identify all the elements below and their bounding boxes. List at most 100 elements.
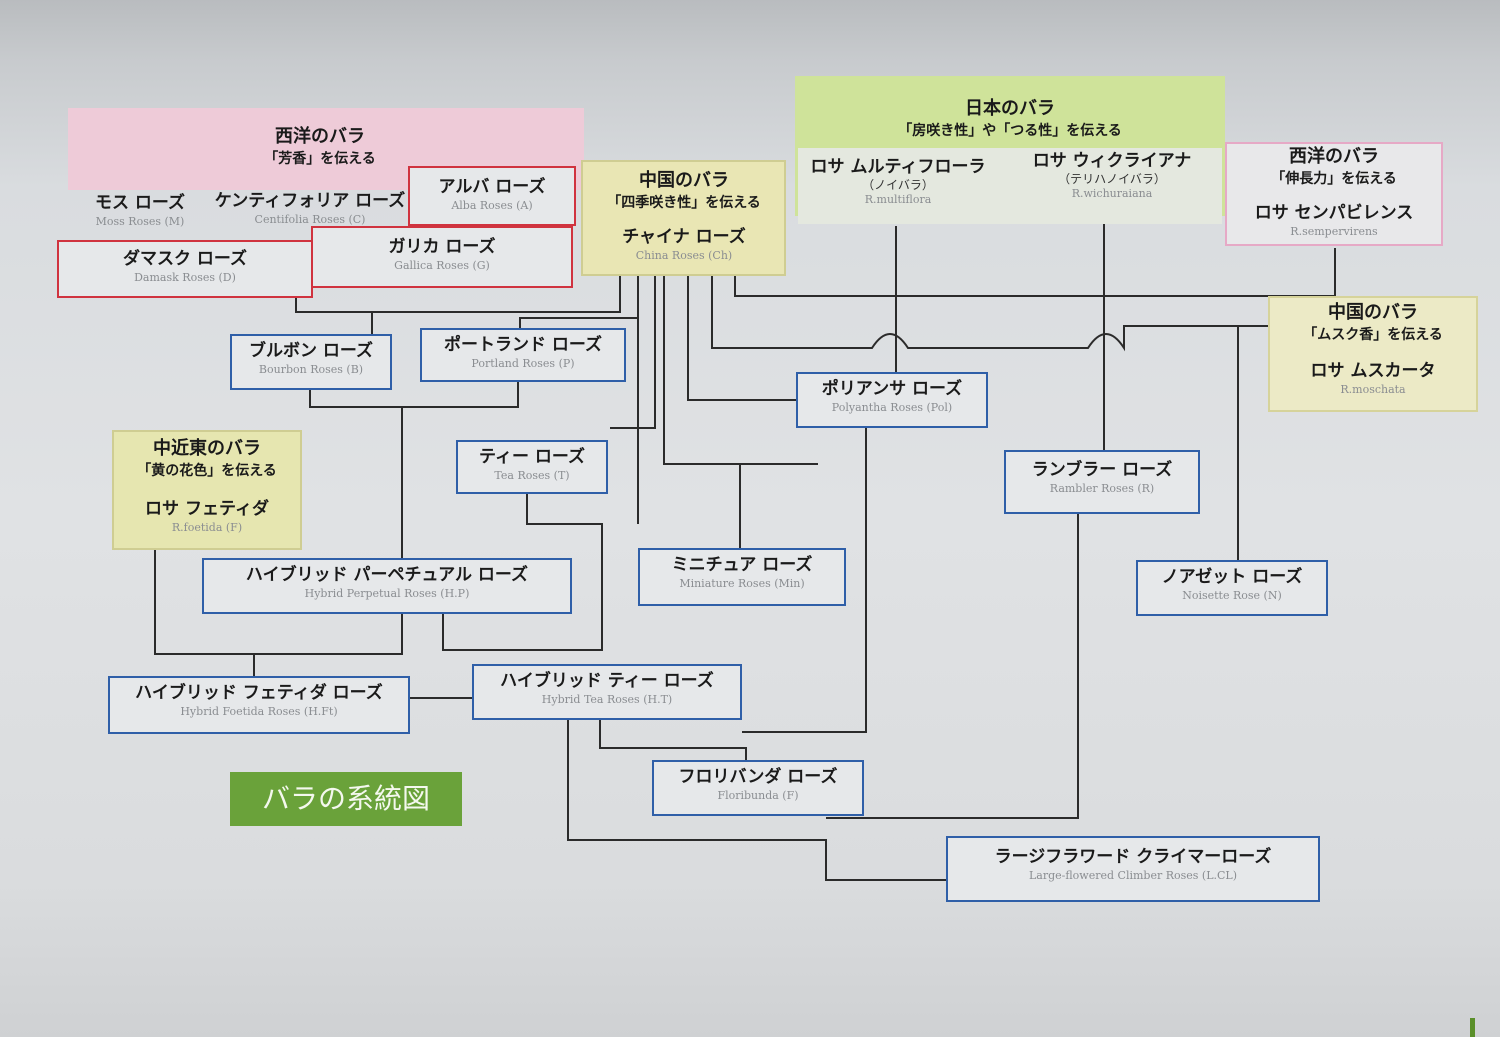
node-label: ケンティフォリア ローズ: [214, 191, 406, 211]
node-en-label: Hybrid Perpetual Roses (H.P): [304, 587, 470, 600]
node-label: ロサ ムスカータ: [1310, 361, 1436, 381]
node-en-label: R.moschata: [1340, 383, 1406, 396]
group-title: 西洋のバラ: [1289, 146, 1379, 167]
line-ht-to-fl: [599, 718, 747, 760]
node-china-roses[interactable]: チャイナ ローズ China Roses (Ch): [586, 222, 782, 270]
line-bourbon-portland-join: [309, 381, 519, 408]
node-en-label: Bourbon Roses (B): [258, 363, 364, 376]
node-alba-roses[interactable]: アルバ ローズ Alba Roses (A): [408, 166, 576, 226]
node-rambler-roses[interactable]: ランブラー ローズ Rambler Roses (R): [1004, 450, 1200, 514]
node-moss-roses[interactable]: モス ローズ Moss Roses (M): [72, 188, 208, 234]
node-en-label: Hybrid Tea Roses (H.T): [541, 693, 673, 706]
group-japanese-inner: [798, 148, 1222, 224]
node-en-label: Polyantha Roses (Pol): [831, 401, 953, 414]
node-floribunda[interactable]: フロリバンダ ローズ Floribunda (F): [652, 760, 864, 816]
group-subtitle: 「房咲き性」や「つる性」を伝える: [898, 123, 1122, 139]
line-ht-to-lcl: [567, 718, 948, 881]
node-label: ミニチュア ローズ: [671, 555, 813, 575]
node-en-label: Miniature Roses (Min): [679, 577, 805, 590]
node-r-sempervirens[interactable]: ロサ センパビレンス R.sempervirens: [1228, 198, 1440, 244]
group-japanese-header: 日本のバラ 「房咲き性」や「つる性」を伝える: [820, 98, 1200, 141]
group-title: 中国のバラ: [639, 170, 729, 191]
node-tea-roses[interactable]: ティー ローズ Tea Roses (T): [456, 440, 608, 494]
node-label: ロサ フェティダ: [145, 499, 269, 519]
group-title: 中国のバラ: [1328, 302, 1418, 323]
node-label: ガリカ ローズ: [388, 237, 496, 257]
node-label: ハイブリッド ティー ローズ: [500, 671, 714, 691]
line-china-to-tea: [610, 276, 656, 429]
node-sub-label: （テリハノイバラ）: [1058, 172, 1166, 186]
line-china-to-bourbon: [372, 276, 621, 313]
node-label: ラージフラワード クライマーローズ: [994, 847, 1272, 867]
node-label: ハイブリッド パーペチュアル ローズ: [245, 565, 529, 585]
group-middle-east-header: 中近東のバラ 「黄の花色」を伝える: [114, 438, 300, 481]
node-r-moschata[interactable]: ロサ ムスカータ R.moschata: [1272, 356, 1474, 404]
node-en-label: Rambler Roses (R): [1049, 482, 1155, 495]
group-western-vigor-header: 西洋のバラ 「伸長力」を伝える: [1228, 146, 1440, 189]
line-foetida-to-hft: [154, 550, 255, 678]
line-china-to-miniature: [663, 276, 818, 465]
group-subtitle: 「ムスク香」を伝える: [1303, 327, 1443, 343]
node-label: ハイブリッド フェティダ ローズ: [135, 683, 383, 703]
node-en-label: Hybrid Foetida Roses (H.Ft): [180, 705, 338, 718]
node-label: ロサ ムルティフローラ: [810, 157, 986, 177]
node-en-label: Damask Roses (D): [134, 271, 236, 284]
line-hp-to-hft: [254, 612, 403, 655]
node-label: ロサ センパビレンス: [1254, 203, 1414, 223]
node-en-label: R.foetida (F): [171, 521, 243, 534]
group-western-vigor: [1225, 142, 1443, 246]
node-gallica-roses[interactable]: ガリカ ローズ Gallica Roses (G): [311, 226, 573, 288]
line-polyantha-to-fl: [742, 428, 867, 733]
node-label: ブルボン ローズ: [248, 341, 374, 361]
node-en-label: Portland Roses (P): [471, 357, 575, 370]
node-en-label: Noisette Rose (N): [1182, 589, 1282, 602]
group-middle-east: [112, 430, 302, 550]
group-subtitle: 「黄の花色」を伝える: [137, 463, 277, 479]
node-hybrid-tea-roses[interactable]: ハイブリッド ティー ローズ Hybrid Tea Roses (H.T): [472, 664, 742, 720]
group-title: 日本のバラ: [965, 98, 1055, 119]
node-miniature-roses[interactable]: ミニチュア ローズ Miniature Roses (Min): [638, 548, 846, 606]
node-en-label: Large-flowered Climber Roses (L.CL): [1028, 869, 1238, 882]
group-title: 中近東のバラ: [153, 438, 261, 459]
line-china-to-portland: [519, 276, 639, 330]
node-label: ノアゼット ローズ: [1161, 567, 1303, 587]
node-large-flowered-climber-roses[interactable]: ラージフラワード クライマーローズ Large-flowered Climber…: [946, 836, 1320, 902]
node-label: フロリバンダ ローズ: [678, 767, 838, 787]
node-centifolia-roses[interactable]: ケンティフォリア ローズ Centifolia Roses (C): [210, 186, 410, 232]
line-china-to-polyantha: [687, 276, 796, 401]
node-noisette-rose[interactable]: ノアゼット ローズ Noisette Rose (N): [1136, 560, 1328, 616]
line-rambler-to-lcl: [826, 512, 1079, 819]
node-en-label: China Roses (Ch): [635, 249, 733, 262]
group-subtitle: 「伸長力」を伝える: [1271, 171, 1397, 187]
group-western-fragrance-header: 西洋のバラ 「芳香」を伝える: [190, 126, 450, 169]
node-label: アルバ ローズ: [438, 177, 546, 197]
node-damask-roses[interactable]: ダマスク ローズ Damask Roses (D): [57, 240, 313, 298]
page-edge-mark: [1470, 1018, 1475, 1037]
diagram-title: バラの系統図: [230, 772, 462, 826]
node-hybrid-foetida-roses[interactable]: ハイブリッド フェティダ ローズ Hybrid Foetida Roses (H…: [108, 676, 410, 734]
node-label: ポートランド ローズ: [443, 335, 603, 355]
line-main-horizontal: [734, 248, 1336, 297]
node-en-label: Gallica Roses (G): [394, 259, 490, 272]
node-en-label: Alba Roses (A): [451, 199, 533, 212]
group-chinese-remontant-header: 中国のバラ 「四季咲き性」を伝える: [583, 170, 785, 213]
node-hybrid-perpetual-roses[interactable]: ハイブリッド パーペチュアル ローズ Hybrid Perpetual Rose…: [202, 558, 572, 614]
node-sub-label: （ノイバラ）: [862, 178, 934, 192]
group-chinese-remontant: [581, 160, 786, 276]
node-label: ポリアンサ ローズ: [821, 379, 963, 399]
node-polyantha-roses[interactable]: ポリアンサ ローズ Polyantha Roses (Pol): [796, 372, 988, 428]
node-en-label: R.wichuraiana: [1071, 187, 1153, 200]
node-portland-roses[interactable]: ポートランド ローズ Portland Roses (P): [420, 328, 626, 382]
node-r-foetida[interactable]: ロサ フェティダ R.foetida (F): [116, 494, 298, 544]
node-label: ランブラー ローズ: [1031, 460, 1173, 480]
group-chinese-musk: [1268, 296, 1478, 412]
node-en-label: Moss Roses (M): [95, 215, 185, 228]
node-label: ダマスク ローズ: [122, 249, 248, 269]
node-r-wichuraiana[interactable]: ロサ ウィクライアナ （テリハノイバラ） R.wichuraiana: [1010, 146, 1214, 216]
line-western-to-bourbon: [295, 287, 373, 334]
node-bourbon-roses[interactable]: ブルボン ローズ Bourbon Roses (B): [230, 334, 392, 390]
node-r-multiflora[interactable]: ロサ ムルティフローラ （ノイバラ） R.multiflora: [798, 152, 998, 222]
node-label: モス ローズ: [94, 193, 186, 213]
group-chinese-musk-header: 中国のバラ 「ムスク香」を伝える: [1270, 302, 1476, 345]
